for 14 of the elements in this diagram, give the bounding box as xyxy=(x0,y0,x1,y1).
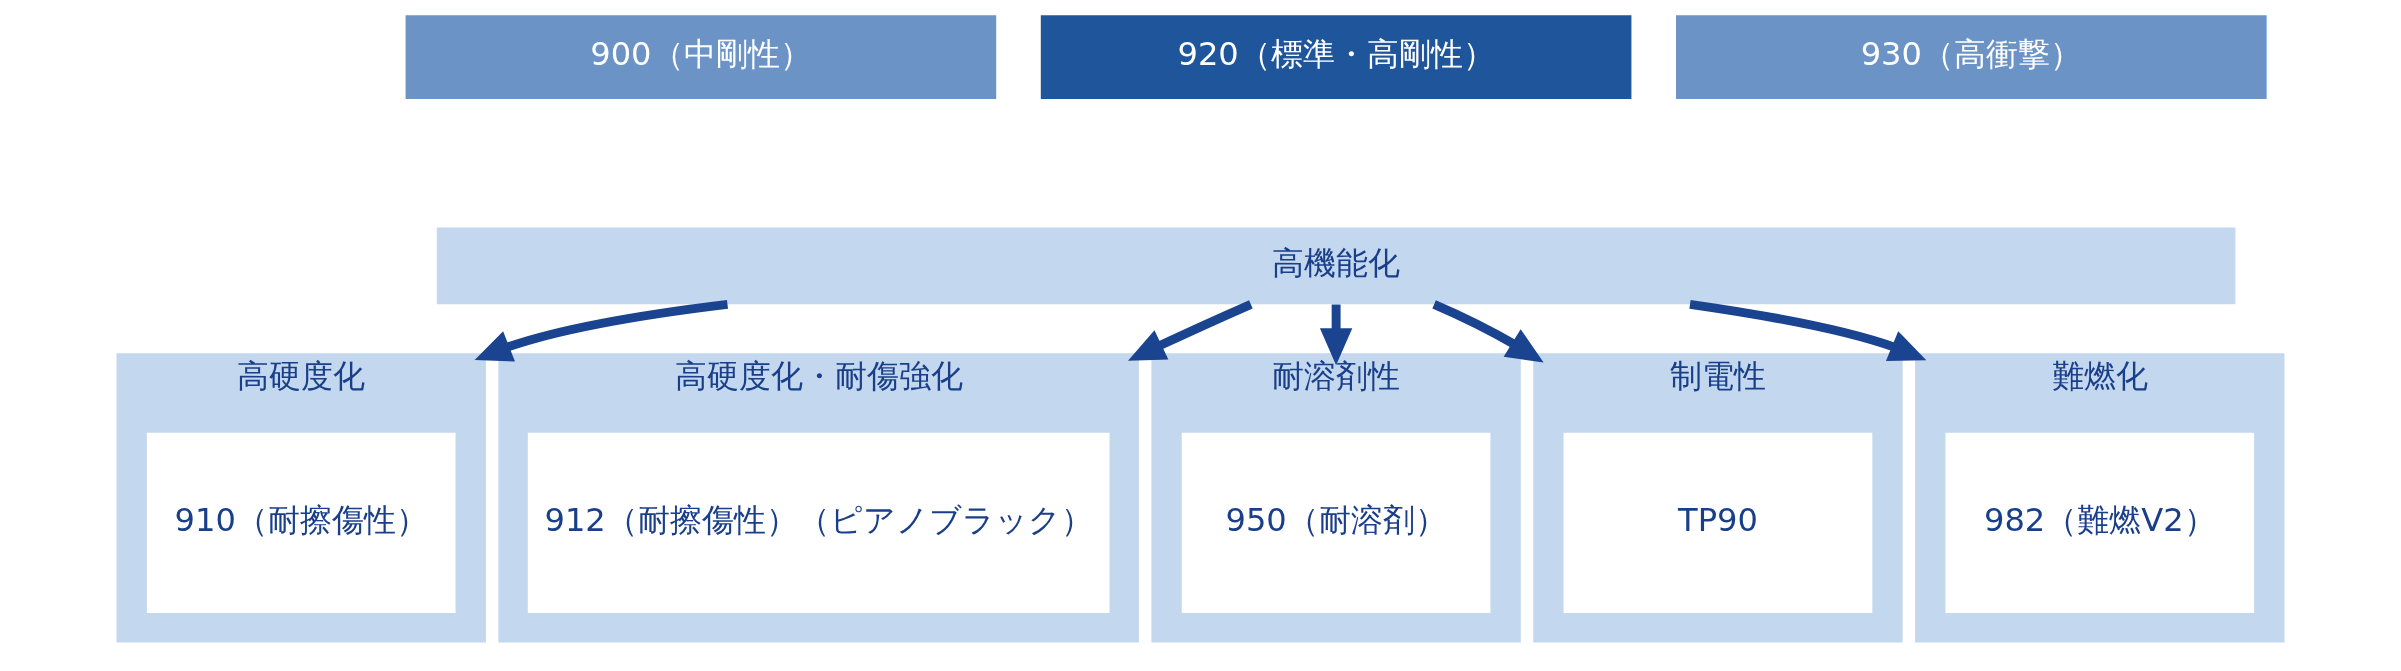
arrow xyxy=(1319,304,1353,366)
node-box: 高機能化 xyxy=(436,227,2236,305)
node-box: 910（耐擦傷性） xyxy=(146,432,456,613)
node-box: 950（耐溶剤） xyxy=(1181,432,1491,613)
node-box: 930（高衝撃） xyxy=(1676,15,2267,100)
node-box: 920（標準・高剛性） xyxy=(1040,15,1632,100)
arrow xyxy=(474,299,729,362)
arrow xyxy=(1128,300,1253,361)
node-box: 900（中剛性） xyxy=(405,15,997,100)
node-box: 912（耐擦傷性）（ピアノブラック） xyxy=(527,432,1110,613)
node-box: 982（難燃V2） xyxy=(1945,432,2255,613)
node-box: TP90 xyxy=(1563,432,1873,613)
arrow xyxy=(1689,299,1927,362)
arrow xyxy=(1432,300,1544,363)
